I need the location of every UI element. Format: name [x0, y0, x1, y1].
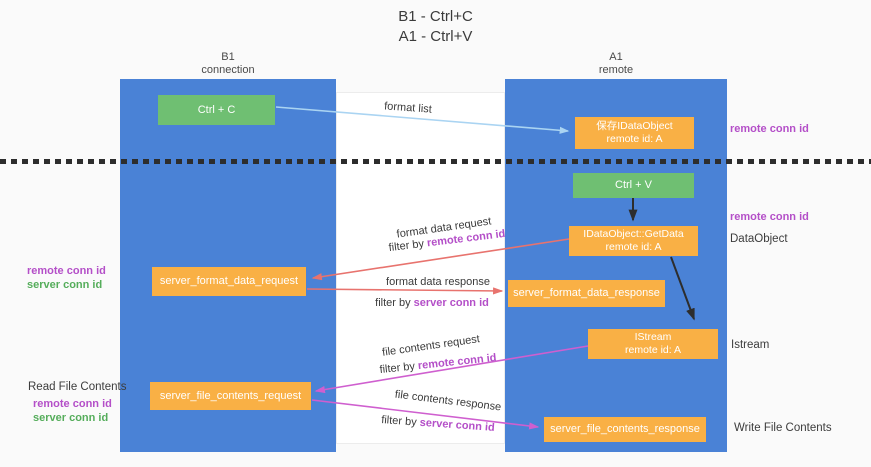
node-server-file-contents-request: server_file_contents_request — [150, 382, 311, 410]
machine-boundary-dashed-line — [0, 159, 871, 164]
annot-dataobject: DataObject — [730, 233, 788, 245]
lane-a1-title: A1 — [609, 51, 623, 63]
node-istream: IStream remote id: A — [588, 329, 718, 359]
node-server-format-data-response: server_format_data_response — [508, 280, 665, 307]
node-server-format-data-request-label: server_format_data_request — [159, 275, 299, 287]
annot-write-file-contents: Write File Contents — [734, 422, 832, 434]
arrow-format-data-request — [311, 238, 570, 281]
annot-remote-conn-id-top: remote conn id — [730, 123, 809, 135]
lane-b1-title: B1 — [221, 51, 235, 63]
arrow-file-contents-response — [311, 399, 540, 430]
node-save-idataobject-line1: 保存IDataObject — [596, 120, 673, 132]
annot-read-file-contents: Read File Contents — [28, 381, 127, 393]
lane-header-b1: B1 connection — [120, 51, 336, 77]
diagram-title-line2: A1 - Ctrl+V — [398, 28, 473, 45]
annot-left-remote-conn-id: remote conn id — [27, 265, 106, 277]
arrow-format-data-response — [306, 287, 504, 295]
filter-by-text: filter by — [375, 297, 414, 309]
node-getdata-line2: remote id: A — [605, 241, 662, 253]
filter-key-server-conn-id: server conn id — [413, 297, 489, 309]
node-server-file-contents-request-label: server_file_contents_request — [159, 389, 302, 402]
lane-header-a1: A1 remote — [505, 51, 727, 77]
lane-a1-subtitle: remote — [598, 64, 634, 76]
node-ctrl-v-label: Ctrl + V — [615, 179, 652, 191]
flow-label-format-data-response: format data response — [386, 276, 490, 288]
annot-istream: Istream — [731, 339, 770, 351]
annot-left-remote-conn-id-bottom: remote conn id — [33, 398, 112, 410]
flow-format-data-response-text: format data response — [386, 276, 490, 288]
node-idataobject-getdata: IDataObject::GetData remote id: A — [569, 226, 698, 256]
node-istream-line2: remote id: A — [624, 344, 682, 356]
diagram-title-line1: B1 - Ctrl+C — [398, 8, 473, 25]
node-server-file-contents-response-label: server_file_contents_response — [550, 423, 700, 435]
node-ctrl-v: Ctrl + V — [573, 173, 694, 198]
arrow-file-contents-request — [314, 345, 589, 394]
annot-left-server-conn-id-bottom: server conn id — [33, 412, 109, 424]
arrow-format-list — [275, 106, 570, 134]
node-save-idataobject: 保存IDataObject remote id: A — [575, 117, 694, 149]
node-getdata-line1: IDataObject::GetData — [583, 228, 684, 240]
message-channel-strip — [336, 92, 505, 444]
node-server-file-contents-response: server_file_contents_response — [544, 417, 706, 442]
lane-b1-subtitle: connection — [201, 64, 255, 76]
node-save-idataobject-line2: remote id: A — [606, 133, 663, 145]
annot-left-server-conn-id: server conn id — [27, 279, 103, 291]
arrow-getdata-to-istream — [670, 256, 695, 321]
flow-filter-format-data-response: filter by server conn id — [375, 297, 489, 309]
node-ctrl-c-label: Ctrl + C — [197, 103, 236, 116]
node-ctrl-c: Ctrl + C — [158, 95, 275, 125]
node-server-format-data-request: server_format_data_request — [152, 267, 306, 296]
node-istream-line1: IStream — [634, 331, 672, 343]
annot-remote-conn-id-mid: remote conn id — [730, 211, 809, 223]
node-server-format-data-response-label: server_format_data_response — [513, 287, 660, 299]
